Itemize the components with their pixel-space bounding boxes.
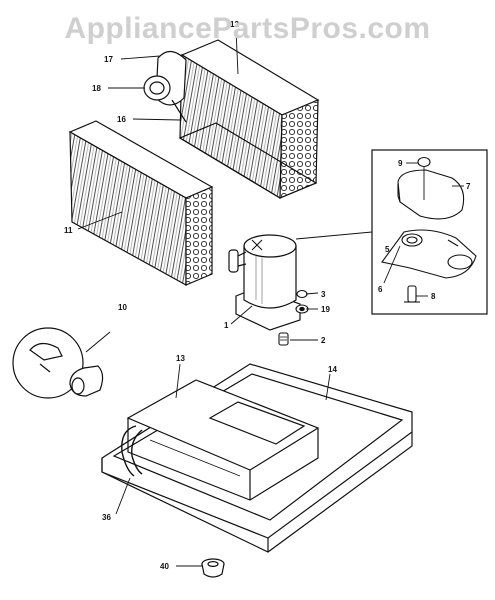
callout-14: 14 [328, 365, 337, 374]
callout-8: 8 [431, 292, 436, 301]
callout-9: 9 [398, 159, 403, 168]
callout-19: 19 [321, 305, 330, 314]
callout-11: 11 [64, 226, 73, 235]
compressor [228, 234, 301, 331]
callout-3: 3 [321, 290, 326, 299]
callout-13: 13 [176, 354, 185, 363]
callout-18: 18 [92, 84, 101, 93]
callout-17: 17 [104, 55, 113, 64]
callout-7: 7 [466, 182, 471, 191]
callout-2: 2 [321, 336, 326, 345]
leader-lines [77, 29, 464, 567]
callout-36: 36 [102, 513, 111, 522]
callout-40: 40 [160, 562, 169, 571]
coil-tube [143, 50, 187, 123]
terminal-cover-inset [295, 149, 488, 315]
callout-12: 12 [230, 20, 239, 29]
drain-hose [121, 425, 143, 477]
callout-16: 16 [117, 115, 126, 124]
overload-detail [12, 327, 111, 399]
drain-tray [126, 379, 320, 501]
callout-10: 10 [118, 303, 127, 312]
callout-6: 6 [378, 285, 383, 294]
drain-plug [201, 558, 225, 578]
callout-labels: 17 18 16 12 11 1 2 3 19 9 7 5 6 8 10 13 … [64, 20, 471, 571]
callout-5: 5 [385, 245, 390, 254]
callout-1: 1 [224, 321, 229, 330]
lower-coil [68, 120, 214, 287]
upper-coil [178, 39, 320, 200]
